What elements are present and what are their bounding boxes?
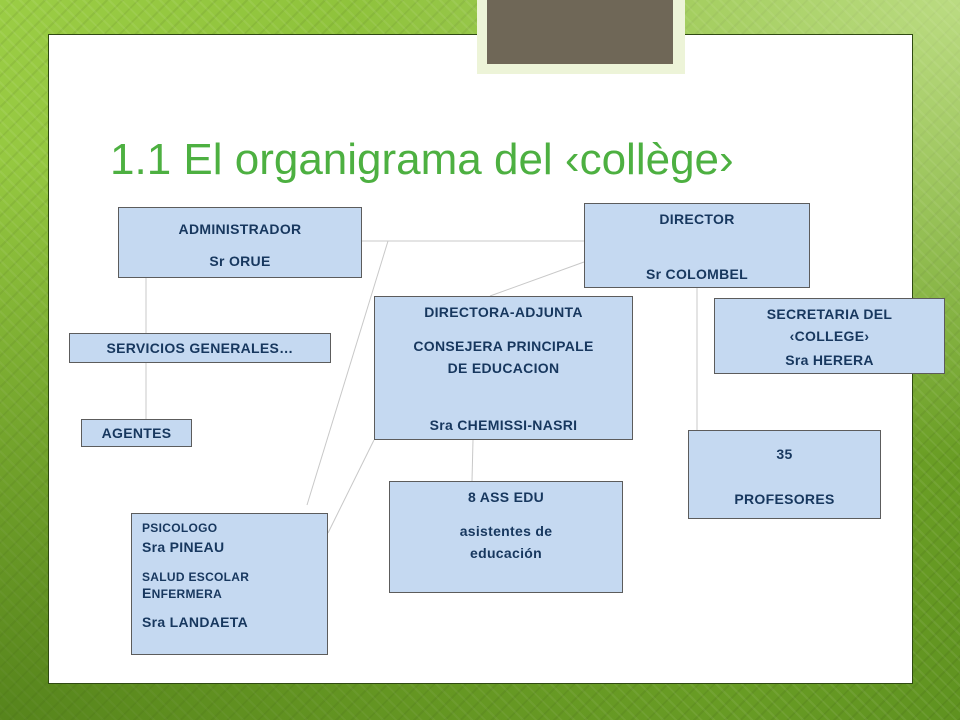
administrador-role: ADMINISTRADOR <box>178 221 302 237</box>
enfermera-rest: NFERMERA <box>151 587 223 601</box>
salud-role: SALUD ESCOLAR <box>142 570 250 584</box>
enfermera-name: Sra LANDAETA <box>142 614 249 630</box>
secretaria-box: SECRETARIA DEL ‹COLLEGE› Sra HERERA <box>714 298 945 374</box>
directora-role2-line1: CONSEJERA PRINCIPALE <box>413 338 594 354</box>
secretaria-role-line1: SECRETARIA DEL <box>766 306 893 322</box>
asistentes-line2: educación <box>470 545 542 561</box>
administrador-name: Sr ORUE <box>209 253 271 269</box>
asistentes-line1: asistentes de <box>459 523 553 539</box>
corner-tab-inner <box>487 0 673 64</box>
psicologo-role: PSICOLOGO <box>142 521 218 535</box>
profesores-label: PROFESORES <box>734 491 835 507</box>
enfermera-role: ENFERMERA <box>142 585 323 602</box>
enfermera-initial: E <box>142 585 152 601</box>
directora-name: Sra CHEMISSI-NASRI <box>429 417 578 433</box>
psicologo-name: Sra PINEAU <box>142 539 225 555</box>
profesores-count: 35 <box>776 446 793 462</box>
director-box: DIRECTOR Sr COLOMBEL <box>584 203 810 288</box>
directora-role: DIRECTORA-ADJUNTA <box>424 304 583 320</box>
asistentes-count-label: 8 ASS EDU <box>467 489 545 505</box>
secretaria-role-line2: ‹COLLEGE› <box>789 328 870 344</box>
servicios-label: SERVICIOS GENERALES… <box>106 340 294 356</box>
director-name: Sr COLOMBEL <box>645 266 749 282</box>
profesores-box: 35 PROFESORES <box>688 430 881 519</box>
administrador-box: ADMINISTRADOR Sr ORUE <box>118 207 362 278</box>
director-role: DIRECTOR <box>659 211 735 227</box>
servicios-box: SERVICIOS GENERALES… <box>69 333 331 363</box>
agentes-box: AGENTES <box>81 419 192 447</box>
agentes-label: AGENTES <box>101 425 172 441</box>
salud-box: PSICOLOGO Sra PINEAU SALUD ESCOLAR ENFER… <box>131 513 328 655</box>
slide-title: 1.1 El organigrama del ‹collège› <box>110 135 734 184</box>
directora-role2-line2: DE EDUCACION <box>447 360 560 376</box>
secretaria-name: Sra HERERA <box>785 352 874 368</box>
directora-box: DIRECTORA-ADJUNTA CONSEJERA PRINCIPALE D… <box>374 296 633 440</box>
asistentes-box: 8 ASS EDU asistentes de educación <box>389 481 623 593</box>
